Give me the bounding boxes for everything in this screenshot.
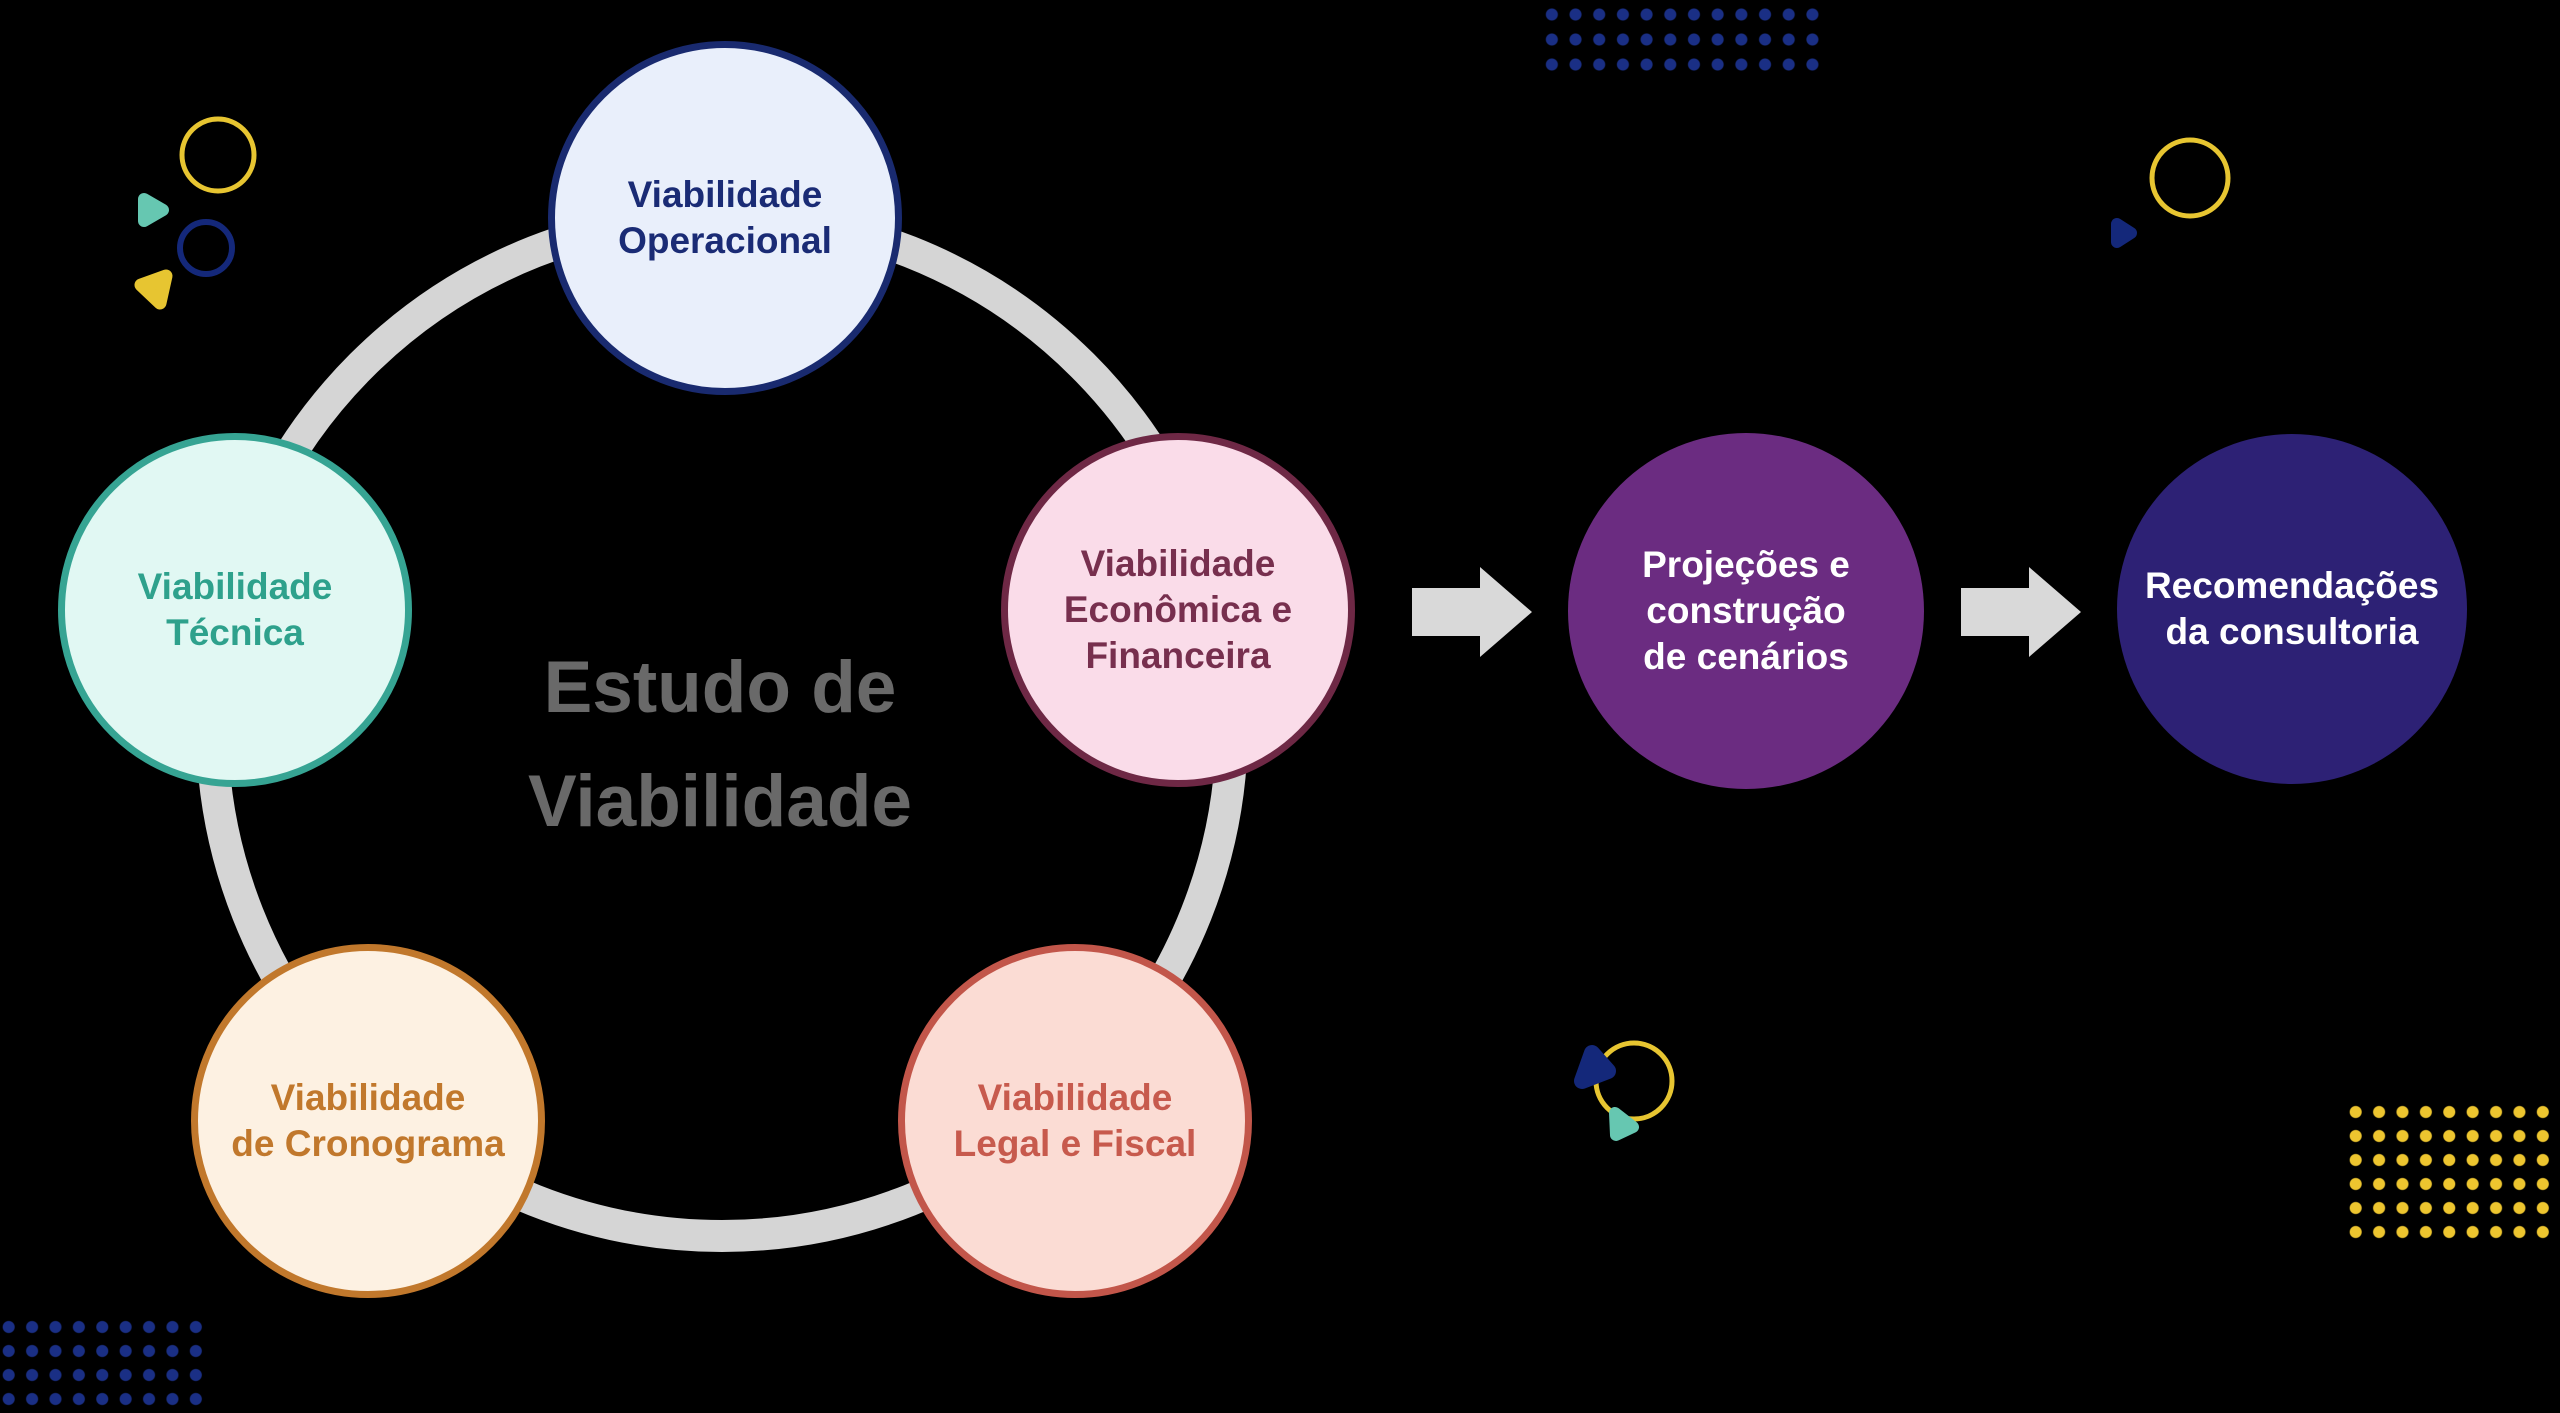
node-label: Viabilidade Econômica e Financeira [1063, 543, 1293, 676]
cycle-node-economica: Viabilidade Econômica e Financeira [1001, 433, 1355, 787]
flow-step-projecoes: Projeções e construção de cenários [1568, 433, 1924, 789]
decor-circle-outline-navy-icon [177, 219, 235, 277]
cycle-node-tecnica: Viabilidade Técnica [58, 433, 412, 787]
decor-circle-outline-yellow-icon [2149, 137, 2231, 219]
diagram-title: Estudo de Viabilidade [527, 647, 913, 842]
node-label: Projeções e construção de cenários [1642, 544, 1850, 677]
decor-triangle-teal-icon [1609, 1107, 1639, 1141]
node-label: Viabilidade Legal e Fiscal [953, 1077, 1197, 1164]
node-label: Recomendações da consultoria [2144, 565, 2440, 652]
flow-arrow-icon [1412, 567, 1532, 657]
dot-grid-bottom-left [0, 1315, 208, 1413]
decor-circle-outline-yellow-icon [1593, 1040, 1675, 1122]
cycle-node-legal: Viabilidade Legal e Fiscal [898, 944, 1252, 1298]
dot-grid-top-right [1540, 2, 1824, 77]
decor-triangle-navy-icon [1574, 1045, 1616, 1089]
flow-arrow-icon [1961, 567, 2081, 657]
cycle-node-cronograma: Viabilidade de Cronograma [191, 944, 545, 1298]
dot-grid-bottom-right [2344, 1100, 2555, 1245]
node-label: Viabilidade Técnica [137, 566, 333, 653]
decor-triangle-navy-icon [2111, 218, 2137, 248]
flow-step-recomendacoes: Recomendações da consultoria [2117, 434, 2467, 784]
cycle-node-operacional: Viabilidade Operacional [548, 41, 902, 395]
node-label: Viabilidade de Cronograma [231, 1077, 505, 1164]
node-label: Viabilidade Operacional [618, 174, 832, 261]
decor-triangle-yellow-icon [134, 269, 173, 310]
decor-circle-outline-yellow-icon [179, 116, 257, 194]
decor-triangle-teal-icon [138, 193, 169, 227]
